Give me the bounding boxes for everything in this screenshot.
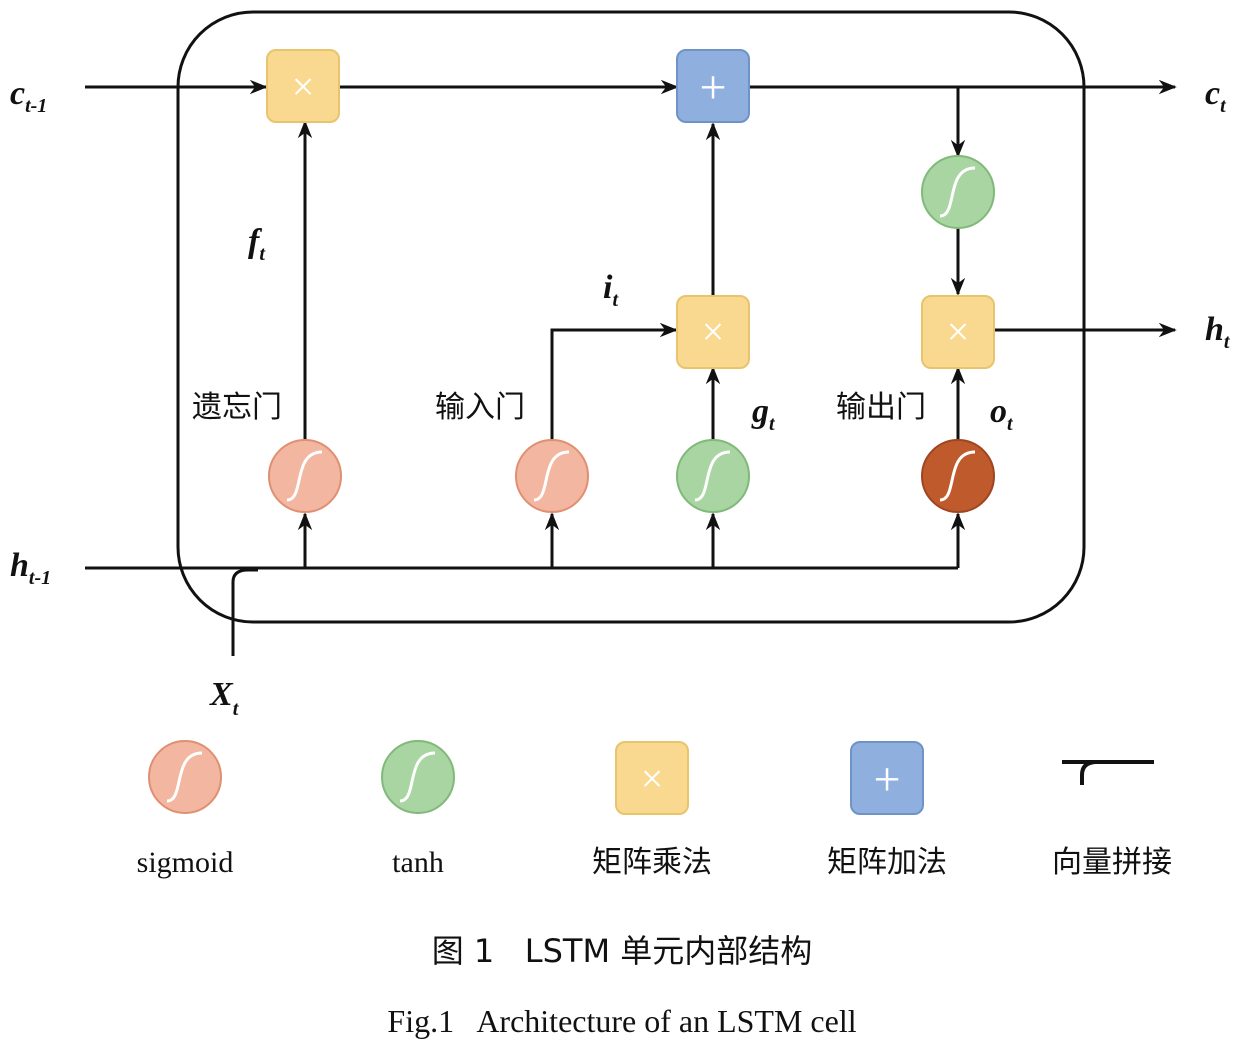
output-sigmoid-node bbox=[921, 439, 995, 513]
cell-boundary bbox=[176, 10, 1086, 624]
legend-tanh: tanh bbox=[381, 740, 455, 879]
input-sigmoid-node bbox=[515, 439, 589, 513]
label-h-prev: ht-1 bbox=[10, 547, 51, 589]
add-symbol: + bbox=[873, 753, 900, 806]
output-multiply-node: × bbox=[921, 295, 995, 369]
cell-tanh-node bbox=[921, 155, 995, 229]
concat-icon bbox=[1080, 760, 1154, 785]
label-c-t: ct bbox=[1205, 75, 1227, 117]
legend-add: + 矩阵加法 bbox=[827, 741, 947, 880]
legend-concat: 向量拼接 bbox=[1052, 760, 1172, 880]
legend: sigmoid tanh × 矩阵乘法 + 矩阵加法 向量拼接 bbox=[137, 740, 1172, 880]
label-input-gate: 输入门 bbox=[435, 390, 525, 425]
multiply-symbol: × bbox=[292, 64, 315, 109]
label-g-t: gt bbox=[751, 393, 776, 435]
label-output-gate: 输出门 bbox=[836, 390, 926, 425]
cell-add-node: + bbox=[676, 49, 750, 123]
multiply-symbol: × bbox=[702, 309, 725, 354]
legend-concat-label: 向量拼接 bbox=[1052, 845, 1172, 880]
label-c-prev: ct-1 bbox=[10, 75, 47, 117]
label-forget-gate: 遗忘门 bbox=[192, 390, 282, 425]
label-f-t: ft bbox=[248, 223, 266, 265]
label-i-t: it bbox=[603, 269, 619, 311]
label-h-t: ht bbox=[1205, 311, 1231, 353]
legend-sigmoid: sigmoid bbox=[137, 740, 234, 879]
add-symbol: + bbox=[699, 61, 726, 114]
caption-en: Fig.1 Architecture of an LSTM cell bbox=[387, 1003, 856, 1039]
legend-tanh-label: tanh bbox=[392, 846, 444, 879]
forget-multiply-node: × bbox=[266, 49, 340, 123]
caption-zh: 图 1 LSTM 单元内部结构 bbox=[432, 932, 813, 970]
legend-multiply: × 矩阵乘法 bbox=[592, 741, 712, 880]
hidden-input-bus bbox=[85, 512, 966, 656]
candidate-tanh-node bbox=[676, 439, 750, 513]
legend-sigmoid-label: sigmoid bbox=[137, 846, 234, 879]
label-x-t: Xt bbox=[209, 676, 240, 720]
legend-multiply-label: 矩阵乘法 bbox=[592, 845, 712, 880]
input-multiply-node: × bbox=[676, 295, 750, 369]
gate-connections bbox=[297, 87, 1177, 440]
forget-sigmoid-node bbox=[268, 439, 342, 513]
label-o-t: ot bbox=[990, 393, 1014, 435]
multiply-symbol: × bbox=[641, 756, 664, 801]
legend-add-label: 矩阵加法 bbox=[827, 845, 947, 880]
multiply-symbol: × bbox=[947, 309, 970, 354]
